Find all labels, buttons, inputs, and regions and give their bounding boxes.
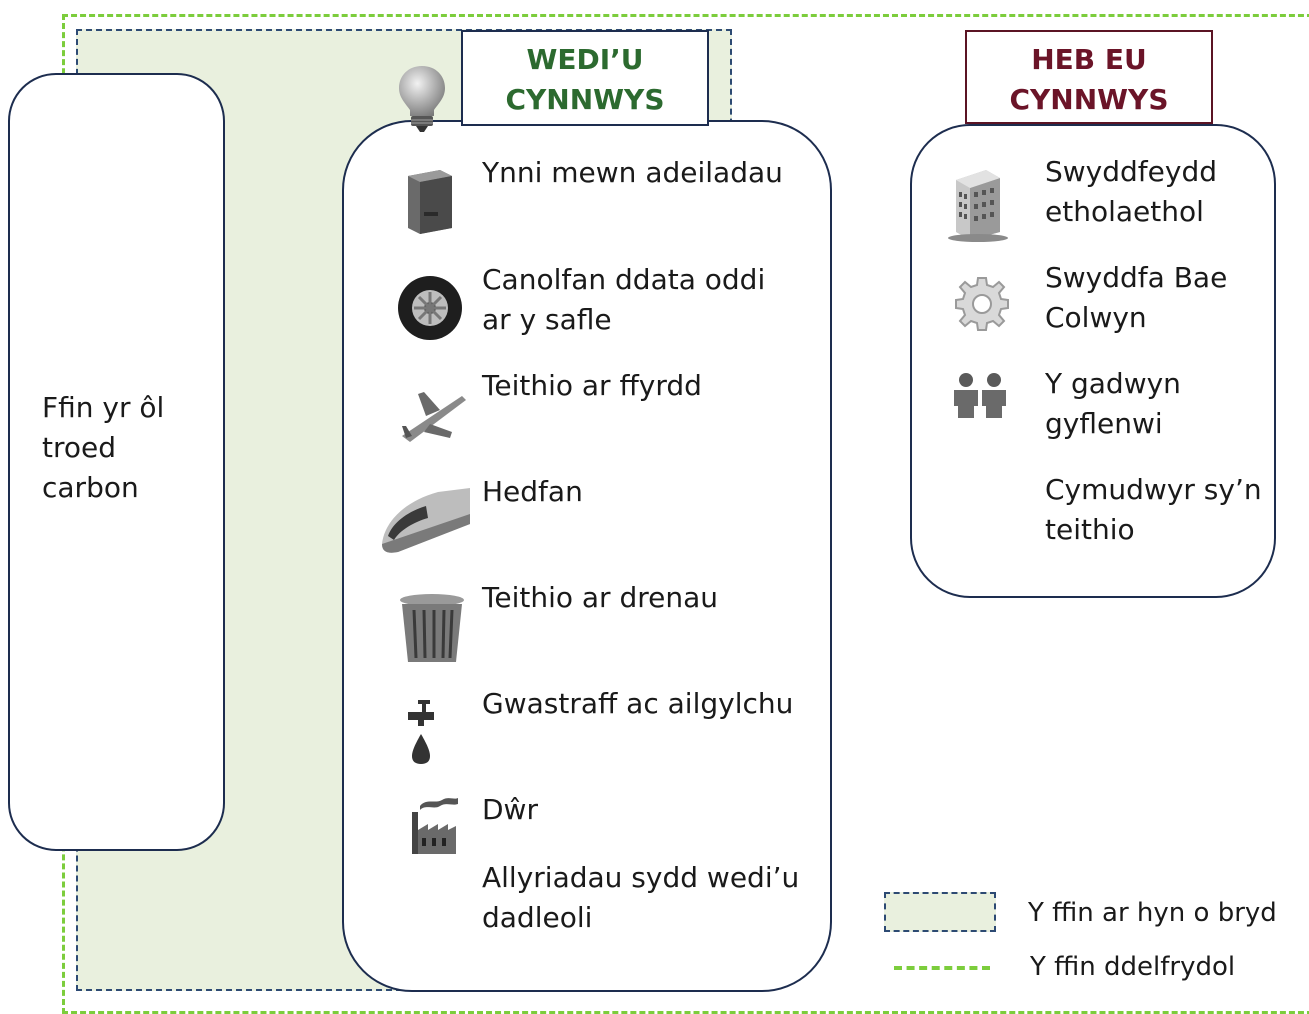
- server-icon: [408, 170, 452, 234]
- train-icon: [382, 488, 470, 553]
- included-item-6: [404, 696, 444, 770]
- included-item-1-label: Ynni mewn adeiladau: [482, 156, 783, 189]
- included-item-3: [390, 380, 474, 456]
- legend-ideal-boundary-label: Y ffin ddelfrydol: [1030, 952, 1236, 982]
- included-item-2: [394, 270, 466, 346]
- included-box: [342, 120, 832, 992]
- factory-icon: [412, 798, 458, 854]
- excluded-item-2-label: Swyddfa Bae Colwyn: [1045, 261, 1228, 334]
- legend-current-boundary-label: Y ffin ar hyn o bryd: [1028, 898, 1277, 928]
- included-item-6-label: Gwastraff ac ailgylchu: [482, 687, 794, 720]
- excluded-item-4-label: Cymudwyr sy’n teithio: [1045, 473, 1262, 546]
- included-item-5: [396, 592, 468, 668]
- included-item-7-label: Dŵr: [482, 793, 538, 826]
- people-icon: [954, 373, 1006, 418]
- included-item-4: [378, 484, 474, 560]
- trash-can-icon: [400, 594, 464, 662]
- lightbulb-icon: [399, 66, 445, 132]
- included-item-4-label: Hedfan: [482, 475, 583, 508]
- legend-ideal-boundary-swatch: [894, 966, 990, 970]
- included-item-5-label: Teithio ar drenau: [482, 581, 719, 614]
- tyre-icon: [398, 276, 462, 340]
- office-building-icon: [948, 170, 1008, 242]
- included-item-3-label: Teithio ar ffyrdd: [482, 369, 702, 402]
- water-tap-icon: [408, 700, 434, 764]
- excluded-item-3-label: Y gadwyn gyflenwi: [1045, 367, 1181, 440]
- included-item-8-label: Allyriadau sydd wedi’u dadleoli: [482, 861, 800, 934]
- excluded-item-1: [946, 166, 1010, 246]
- included-header: WEDI’U CYNNWYS: [461, 30, 709, 126]
- excluded-item-1-label: Swyddfeydd etholaethol: [1045, 155, 1217, 228]
- excluded-item-2: [954, 276, 1010, 336]
- carbon-boundary-box: [8, 73, 225, 851]
- excluded-header: HEB EU CYNNWYS: [965, 30, 1213, 124]
- legend-current-boundary-swatch: [884, 892, 996, 932]
- included-item-7: [406, 796, 462, 860]
- excluded-item-3: [948, 372, 1012, 424]
- included-item-1: [394, 162, 466, 238]
- carbon-boundary-label: Ffin yr ôl troed carbon: [42, 391, 165, 504]
- airplane-icon: [402, 392, 466, 442]
- included-item-2-label: Canolfan ddata oddi ar y safle: [482, 263, 766, 336]
- gear-icon: [955, 277, 1009, 331]
